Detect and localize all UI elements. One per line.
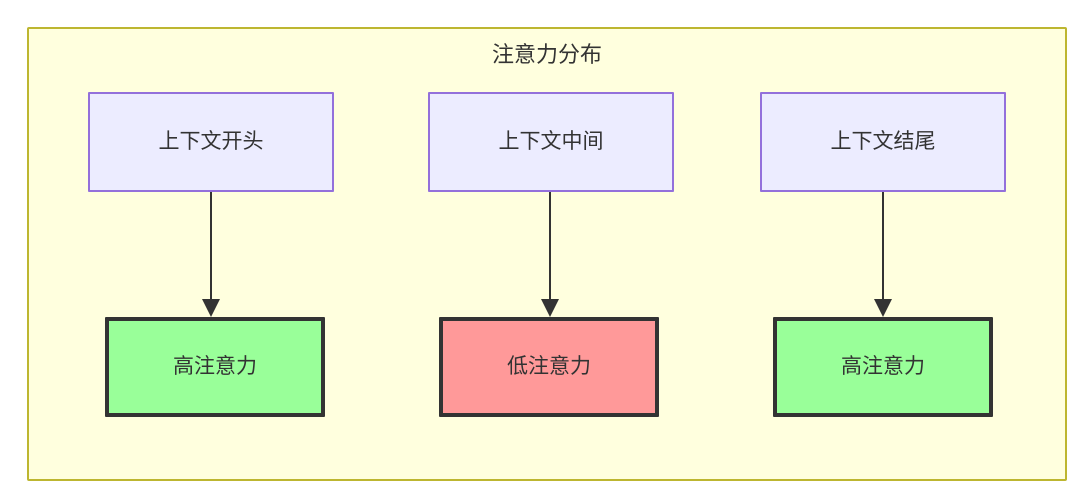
node-context-middle[interactable]: 上下文中间 [428, 92, 674, 192]
node-label: 上下文开头 [158, 130, 264, 154]
cluster-title: 注意力分布 [491, 42, 602, 67]
node-context-start[interactable]: 上下文开头 [88, 92, 334, 192]
node-label: 低注意力 [507, 355, 591, 379]
node-context-end[interactable]: 上下文结尾 [760, 92, 1006, 192]
node-label: 高注意力 [173, 355, 257, 379]
node-label: 上下文结尾 [830, 130, 936, 154]
node-high-attention-end[interactable]: 高注意力 [773, 317, 993, 417]
node-high-attention-start[interactable]: 高注意力 [105, 317, 325, 417]
node-label: 高注意力 [841, 355, 925, 379]
node-label: 上下文中间 [498, 130, 604, 154]
node-low-attention-middle[interactable]: 低注意力 [439, 317, 659, 417]
